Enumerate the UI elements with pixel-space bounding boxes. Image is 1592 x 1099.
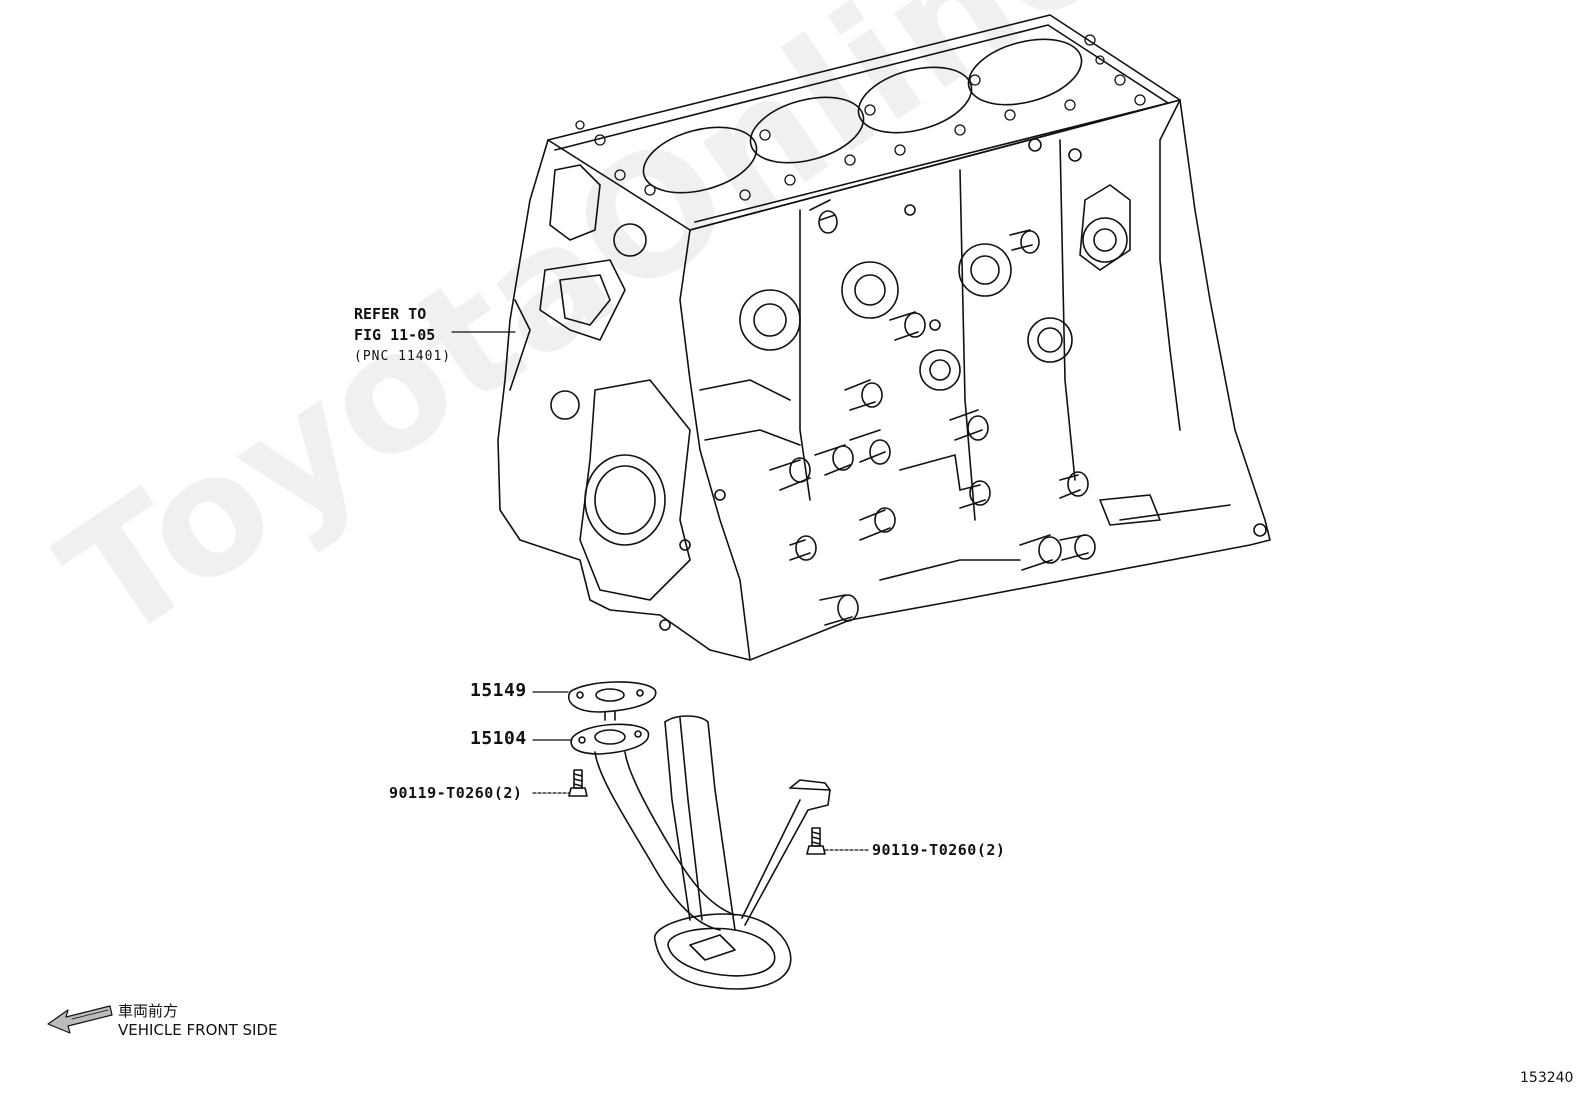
refer-line-2: FIG 11-05 xyxy=(354,326,436,344)
bolt-left-drawing xyxy=(568,769,588,797)
bolt-right-drawing xyxy=(806,827,826,855)
refer-line-1: REFER TO xyxy=(354,305,427,323)
vehicle-front-label: 車両前方 VEHICLE FRONT SIDE xyxy=(118,1002,278,1040)
oil-strainer-drawing xyxy=(568,681,831,990)
callout-15104[interactable]: 15104 xyxy=(470,728,527,749)
front-arrow-icon xyxy=(47,1005,113,1034)
refer-line-3: (PNC 11401) xyxy=(354,349,452,364)
callout-bolt-right[interactable]: 90119-T0260(2) xyxy=(872,841,1006,859)
figure-number: 153240 xyxy=(1520,1070,1574,1086)
leader-lines xyxy=(451,331,871,851)
callout-bolt-left[interactable]: 90119-T0260(2) xyxy=(389,784,523,802)
cylinder-block-drawing xyxy=(497,14,1271,661)
refer-to-note: REFER TO FIG 11-05 (PNC 11401) xyxy=(354,304,451,367)
vehicle-front-japanese: 車両前方 xyxy=(118,1002,179,1020)
vehicle-front-english: VEHICLE FRONT SIDE xyxy=(118,1021,278,1039)
callout-15149[interactable]: 15149 xyxy=(470,680,527,701)
